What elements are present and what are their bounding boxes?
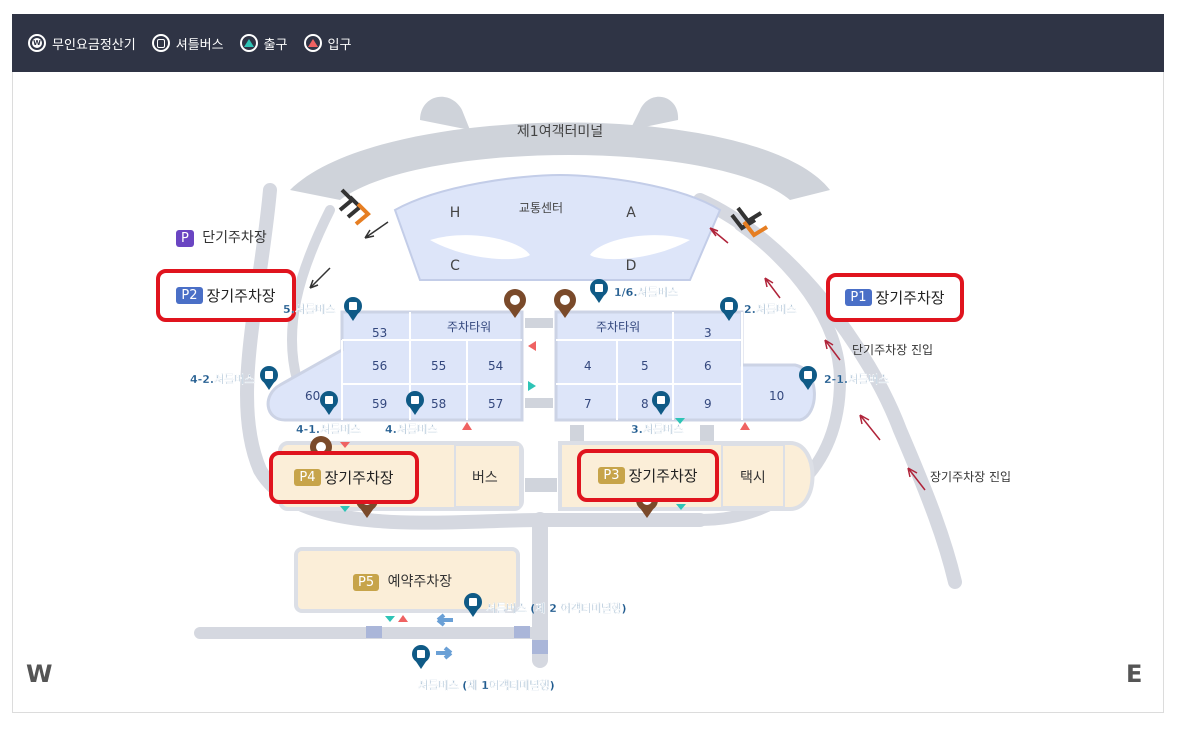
p2-long-term-parking[interactable]: P2 장기주차장	[156, 269, 296, 322]
block-7: 7	[584, 397, 592, 411]
block-58: 58	[431, 397, 447, 411]
arrow-east-icon	[436, 646, 453, 660]
zone-a: A	[626, 205, 636, 221]
block-10: 10	[769, 389, 785, 403]
p3-long-term-parking[interactable]: P3 장기주차장	[577, 449, 719, 502]
fare-machine-icon: W	[28, 34, 46, 52]
legend-label: 출구	[263, 37, 288, 53]
legend-label: 입구	[327, 37, 352, 53]
traffic-arrows	[709, 227, 926, 491]
compass-east: E	[1126, 660, 1143, 688]
short-term-parking[interactable]: P 단기주차장	[176, 227, 267, 247]
p5-lot	[294, 547, 520, 613]
block-54: 54	[488, 359, 504, 373]
taxi-area	[721, 444, 785, 508]
legend-label: 무인요금정산기	[52, 37, 136, 53]
p1-long-term-parking[interactable]: P1 장기주차장	[826, 273, 964, 322]
shuttle-stop-4[interactable]: 4.셔틀버스	[385, 423, 438, 436]
terminal-building	[290, 122, 830, 200]
compass-west: W	[26, 660, 53, 688]
block-57: 57	[488, 397, 504, 411]
p1-tag: P1	[845, 289, 872, 306]
block-55: 55	[431, 359, 447, 373]
long-term-entry-label: 장기주차장 진입	[930, 470, 1012, 484]
shuttle-to-terminal-2[interactable]: 셔틀버스 (제 2 여객터미널행)	[486, 602, 627, 615]
entrance-icon	[340, 341, 750, 622]
p5-tag: P5	[353, 574, 380, 591]
block-3: 3	[704, 326, 712, 340]
p1-name: 장기주차장	[875, 289, 945, 307]
zone-c: C	[450, 258, 460, 274]
exit-icon	[239, 34, 258, 52]
bus-area-label: 버스	[472, 470, 498, 486]
shuttle-to-terminal-1[interactable]: 셔틀버스 (제 1여객터미널행)	[418, 679, 555, 692]
legend-label: 셔틀버스	[175, 37, 224, 53]
block-56: 56	[372, 359, 388, 373]
road-west-inner	[286, 205, 335, 395]
parking-tower-east: 주차타워	[596, 320, 641, 334]
short-term-entry-label: 단기주차장 진입	[852, 343, 934, 357]
terminal-wing-right	[630, 96, 679, 130]
legend-bar: W 무인요금정산기 셔틀버스 출구 입구	[12, 14, 1164, 72]
short-term-arrows	[309, 221, 389, 289]
short-name: 단기주차장	[202, 230, 267, 246]
entrance-icon	[303, 34, 322, 52]
p3-tag: P3	[598, 467, 625, 484]
transport-inner-right	[590, 235, 690, 260]
block-5: 5	[641, 359, 649, 373]
p4-name: 장기주차장	[324, 469, 394, 487]
exit-icon	[340, 381, 686, 622]
p4-long-term-parking[interactable]: P4 장기주차장	[269, 451, 419, 504]
block-59: 59	[372, 397, 388, 411]
legend-shuttle-bus: 셔틀버스	[151, 34, 224, 53]
pedestrian-marks	[366, 626, 548, 654]
shuttle-bus-pin-centers	[265, 284, 812, 658]
shuttle-stop-2[interactable]: 2.셔틀버스	[744, 303, 797, 316]
parking-garage-east	[554, 310, 816, 422]
transport-center-label: 교통센터	[519, 201, 563, 215]
transport-center	[393, 173, 722, 281]
shuttle-stop-1-6[interactable]: 1/6.셔틀버스	[614, 286, 678, 299]
transport-inner-left	[430, 235, 530, 260]
p4-tag: P4	[294, 469, 321, 486]
taxi-area-label: 택시	[740, 470, 766, 486]
shuttle-bus-icon	[151, 34, 170, 52]
crosswalks	[525, 318, 714, 492]
block-6: 6	[704, 359, 712, 373]
p5-reserved-parking[interactable]: P5 예약주차장	[353, 571, 452, 591]
gate-west-icon	[338, 188, 371, 226]
zone-d: D	[626, 258, 637, 274]
shuttle-stop-4-1[interactable]: 4-1.셔틀버스	[296, 423, 361, 436]
zone-h: H	[450, 205, 461, 221]
terminal-wing-left	[420, 96, 470, 130]
legend-entrance: 입구	[303, 34, 352, 53]
shuttle-stop-3[interactable]: 3.셔틀버스	[631, 423, 684, 436]
parking-tower-west: 주차타워	[447, 320, 492, 334]
legend-exit: 출구	[239, 34, 288, 53]
block-60: 60	[305, 389, 321, 403]
gate-east-icon	[730, 206, 769, 238]
block-53: 53	[372, 326, 388, 340]
arrow-west-icon	[436, 613, 453, 627]
terminal-label: 제1여객터미널	[517, 124, 603, 140]
shuttle-stop-4-2[interactable]: 4-2.셔틀버스	[190, 373, 255, 386]
block-9: 9	[704, 397, 712, 411]
p5-name: 예약주차장	[387, 574, 452, 590]
p2-tag: P2	[176, 287, 203, 304]
block-4: 4	[584, 359, 592, 373]
legend-fare-machine: W 무인요금정산기	[28, 34, 136, 53]
short-tag: P	[176, 230, 194, 247]
shuttle-stop-2-1[interactable]: 2-1.셔틀버스	[824, 373, 889, 386]
p2-name: 장기주차장	[206, 287, 276, 305]
block-8: 8	[641, 397, 649, 411]
p3-name: 장기주차장	[628, 467, 698, 485]
bus-area	[454, 444, 521, 508]
shuttle-stop-5[interactable]: 5.셔틀버스	[283, 303, 336, 316]
